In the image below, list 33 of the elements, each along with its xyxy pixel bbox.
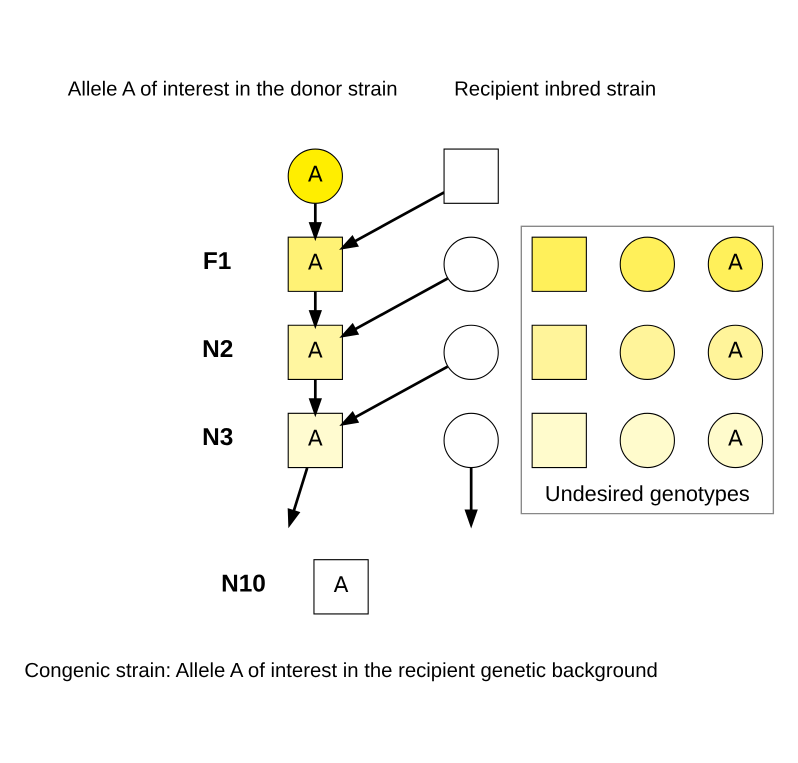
node-box <box>532 324 587 380</box>
node-label: Allele A of interest in the donor strain <box>68 78 398 101</box>
node-box <box>532 236 587 292</box>
node-label: Recipient inbred strain <box>454 78 656 101</box>
arrow <box>308 380 322 418</box>
node-label: F1 <box>202 248 232 275</box>
arrow <box>464 468 478 528</box>
node-box: A <box>288 412 343 468</box>
node-circle: A <box>708 324 764 380</box>
node-circle <box>620 324 675 380</box>
arrow <box>288 468 308 528</box>
node-circle <box>620 412 675 468</box>
arrow <box>308 292 322 330</box>
arrow <box>339 366 448 426</box>
arrow <box>339 191 445 250</box>
node-label: N3 <box>202 424 234 452</box>
node-label: N2 <box>202 336 234 363</box>
node-circle <box>444 324 499 380</box>
arrow <box>339 277 448 338</box>
node-box <box>532 412 587 468</box>
node-box: A <box>288 324 343 380</box>
node-label: Congenic strain: Allele A of interest in the recipient genetic background <box>24 660 658 682</box>
node-circle <box>444 412 499 468</box>
node-circle <box>444 236 499 292</box>
node-label: N10 <box>221 570 266 598</box>
node-box: A <box>313 559 369 614</box>
node-circle <box>620 236 675 292</box>
node-box: A <box>288 236 343 292</box>
node-circle: A <box>708 412 764 468</box>
arrow <box>308 204 322 242</box>
node-circle: A <box>288 148 343 204</box>
node-circle: A <box>708 236 764 292</box>
node-box <box>444 148 499 204</box>
